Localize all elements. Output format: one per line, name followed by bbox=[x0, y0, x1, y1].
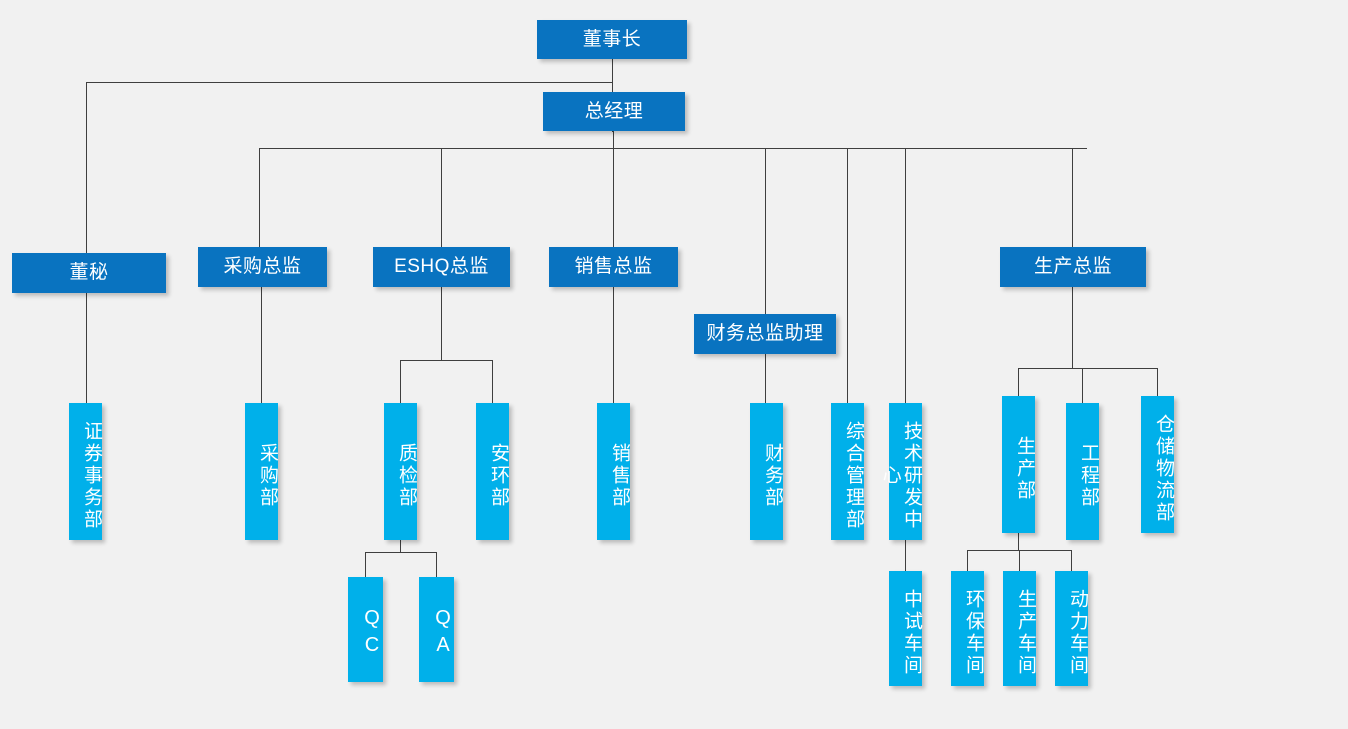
org-node-general-manager[interactable]: 总经理 bbox=[543, 92, 685, 131]
connector-quality-bus bbox=[365, 552, 436, 553]
connector-branch-rd bbox=[905, 148, 906, 403]
connector-gm-stem bbox=[613, 131, 614, 148]
org-node-finance-dept[interactable]: 财务部 bbox=[750, 403, 783, 540]
connector-production-to-warehouse bbox=[1157, 368, 1158, 396]
connector-finance-assistant-to-dept bbox=[765, 354, 766, 403]
connector-purchasing-to-dept bbox=[261, 287, 262, 403]
connector-eshq-to-qc-dept bbox=[400, 360, 401, 403]
connector-production-dir-stem bbox=[1072, 287, 1073, 368]
org-node-rd-center[interactable]: 技术研发中心 bbox=[880, 403, 922, 540]
org-node-securities-affairs-dept[interactable]: 证券事务部 bbox=[69, 403, 102, 540]
connector-chairman-to-secretary-bus bbox=[86, 82, 613, 83]
connector-eshq-to-safety-dept bbox=[492, 360, 493, 403]
org-node-sales-director[interactable]: 销售总监 bbox=[549, 247, 678, 287]
org-node-sales-dept[interactable]: 销售部 bbox=[597, 403, 630, 540]
connector-quality-stem bbox=[400, 540, 401, 552]
org-node-qc[interactable]: QC bbox=[348, 577, 383, 682]
connector-gm-bus bbox=[259, 148, 1087, 149]
org-node-general-management-dept[interactable]: 综合管理部 bbox=[831, 403, 864, 540]
connector-production-bus bbox=[1018, 368, 1157, 369]
org-node-engineering-dept[interactable]: 工程部 bbox=[1066, 403, 1099, 540]
connector-branch-purchasing bbox=[259, 148, 260, 247]
connector-workshop-to-production bbox=[1019, 550, 1020, 571]
org-node-board-secretary[interactable]: 董秘 bbox=[12, 253, 166, 293]
org-node-qa[interactable]: QA bbox=[419, 577, 454, 682]
connector-workshop-to-power bbox=[1071, 550, 1072, 571]
connector-eshq-stem bbox=[441, 287, 442, 360]
org-node-eshq-director[interactable]: ESHQ总监 bbox=[373, 247, 510, 287]
org-node-production-director[interactable]: 生产总监 bbox=[1000, 247, 1146, 287]
connector-sales-to-dept bbox=[613, 287, 614, 403]
org-node-purchasing-director[interactable]: 采购总监 bbox=[198, 247, 327, 287]
org-node-production-workshop[interactable]: 生产车间 bbox=[1003, 571, 1036, 686]
connector-branch-general-mgmt bbox=[847, 148, 848, 403]
connector-rd-to-pilot bbox=[905, 540, 906, 571]
org-node-production-dept[interactable]: 生产部 bbox=[1002, 396, 1035, 533]
connector-secretary-to-securities bbox=[86, 293, 87, 403]
connector-branch-finance-assistant bbox=[765, 148, 766, 314]
org-node-finance-director-assistant[interactable]: 财务总监助理 bbox=[694, 314, 836, 354]
connector-quality-to-qa bbox=[436, 552, 437, 577]
connector-production-to-eng-dept bbox=[1082, 368, 1083, 403]
org-node-pilot-workshop[interactable]: 中试车间 bbox=[889, 571, 922, 686]
org-node-safety-environment-dept[interactable]: 安环部 bbox=[476, 403, 509, 540]
connector-production-to-prod-dept bbox=[1018, 368, 1019, 396]
connector-branch-production-dir bbox=[1072, 148, 1073, 247]
org-node-chairman[interactable]: 董事长 bbox=[537, 20, 687, 59]
connector-secretary-drop bbox=[86, 82, 87, 253]
org-node-environmental-workshop[interactable]: 环保车间 bbox=[951, 571, 984, 686]
org-node-warehouse-logistics-dept[interactable]: 仓储物流部 bbox=[1141, 396, 1174, 533]
connector-branch-eshq bbox=[441, 148, 442, 247]
connector-prod-dept-stem bbox=[1018, 533, 1019, 550]
connector-quality-to-qc bbox=[365, 552, 366, 577]
connector-branch-sales bbox=[613, 148, 614, 247]
org-node-purchasing-dept[interactable]: 采购部 bbox=[245, 403, 278, 540]
connector-eshq-bus bbox=[400, 360, 492, 361]
connector-workshop-to-environmental bbox=[967, 550, 968, 571]
org-node-power-workshop[interactable]: 动力车间 bbox=[1055, 571, 1088, 686]
org-node-quality-inspection-dept[interactable]: 质检部 bbox=[384, 403, 417, 540]
